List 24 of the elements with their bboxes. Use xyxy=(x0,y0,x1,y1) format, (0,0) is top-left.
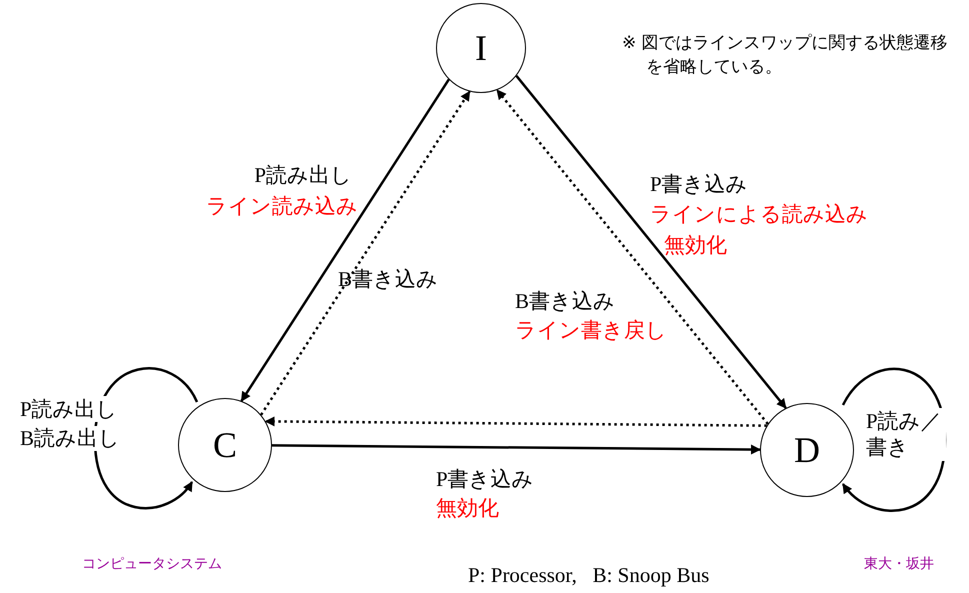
footer-text: コンピュータシステム xyxy=(82,556,222,573)
state-circle: D xyxy=(760,403,854,497)
credit-text: 東大・坂井 xyxy=(864,556,934,573)
edge-label: B書き込み xyxy=(515,288,616,314)
action-text: ラインによる読み込み xyxy=(650,202,868,228)
edge-label: P書き込み xyxy=(650,171,748,198)
edge-label: B書き込み xyxy=(338,266,438,292)
arrow xyxy=(272,444,761,455)
action-text: 無効化 xyxy=(436,496,499,522)
state-circle: I xyxy=(436,3,526,93)
edge-label: P読み／書き xyxy=(866,408,946,460)
state-circle: C xyxy=(178,398,272,492)
edge-label: P読み出し xyxy=(254,162,352,188)
note-text: ※ 図ではラインスワップに関する状態遷移を省略している。 xyxy=(622,32,949,79)
dotted-arrow xyxy=(260,90,471,416)
action-text: ライン読み込み xyxy=(206,194,358,220)
arrow xyxy=(240,78,450,402)
abbreviation-note: P: Processor, B: Snoop Bus xyxy=(468,563,710,588)
dotted-arrow xyxy=(264,416,767,427)
action-text: 無効化 xyxy=(664,233,727,258)
arrow xyxy=(515,75,787,409)
edge-label: P書き込み xyxy=(436,466,534,492)
dotted-arrow xyxy=(496,89,769,425)
action-text: ライン書き戻し xyxy=(515,318,667,344)
